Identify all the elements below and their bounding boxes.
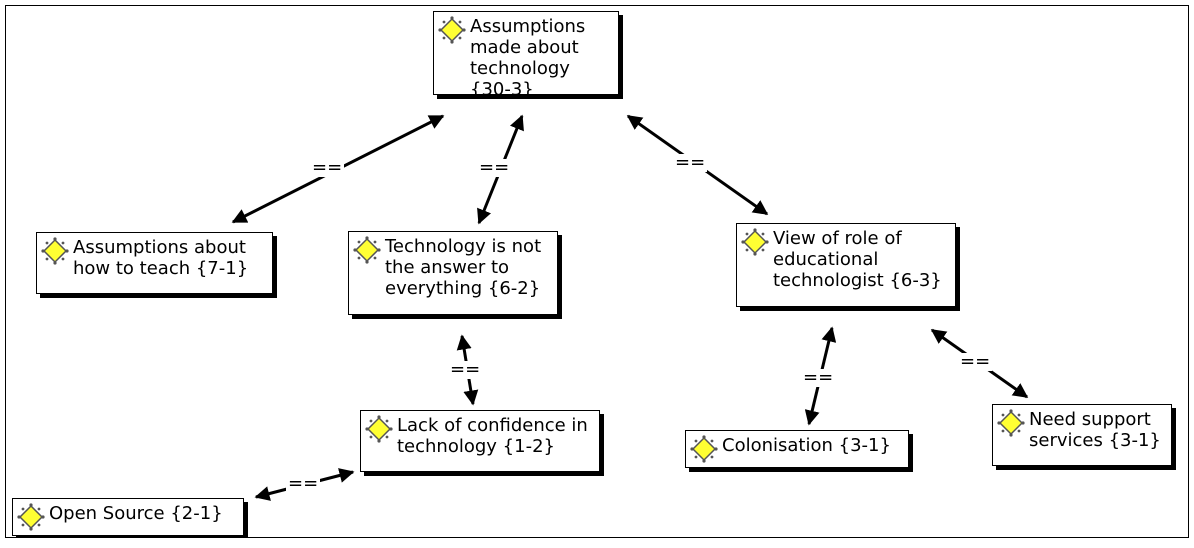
- yellow-diamond-node-icon: [997, 409, 1025, 437]
- node-label: Assumptions made about technology {30-3}: [470, 16, 586, 100]
- edge-label-n5-n8: ==: [286, 473, 321, 494]
- node-assumptions-about-how-to-teach[interactable]: Assumptions about how to teach {7-1}: [36, 232, 273, 294]
- node-label: View of role of educational technologist…: [773, 228, 942, 291]
- node-label: Assumptions about how to teach {7-1}: [73, 237, 249, 279]
- node-label: Need support services {3-1}: [1029, 409, 1161, 451]
- yellow-diamond-node-icon: [41, 237, 69, 265]
- node-label: Colonisation {3-1}: [722, 435, 891, 456]
- edge-label-n1-n4: ==: [673, 152, 708, 173]
- node-label: Open Source {2-1}: [49, 503, 223, 524]
- node-colonisation[interactable]: Colonisation {3-1}: [685, 430, 909, 468]
- edge-label-n4-n6: ==: [801, 367, 836, 388]
- edge-label-n4-n7: ==: [958, 351, 993, 372]
- node-open-source[interactable]: Open Source {2-1}: [12, 498, 244, 536]
- node-lack-of-confidence-in-technology[interactable]: Lack of confidence in technology {1-2}: [360, 410, 600, 472]
- node-label: Lack of confidence in technology {1-2}: [397, 415, 588, 457]
- yellow-diamond-node-icon: [365, 415, 393, 443]
- yellow-diamond-node-icon: [17, 503, 45, 531]
- node-technology-is-not-the-answer[interactable]: Technology is not the answer to everythi…: [348, 231, 558, 315]
- yellow-diamond-node-icon: [438, 16, 466, 44]
- edge-label-n1-n2: ==: [310, 157, 345, 178]
- network-canvas: == == == == == == == Assumptions made ab…: [5, 5, 1189, 538]
- yellow-diamond-node-icon: [353, 236, 381, 264]
- node-need-support-services[interactable]: Need support services {3-1}: [992, 404, 1172, 466]
- edge-label-n1-n3: ==: [477, 157, 512, 178]
- node-view-of-role-of-educational-technologist[interactable]: View of role of educational technologist…: [736, 223, 956, 307]
- yellow-diamond-node-icon: [741, 228, 769, 256]
- edge-label-n3-n5: ==: [448, 359, 483, 380]
- node-assumptions-made-about-technology[interactable]: Assumptions made about technology {30-3}: [433, 11, 619, 100]
- node-label: Technology is not the answer to everythi…: [385, 236, 542, 299]
- yellow-diamond-node-icon: [690, 435, 718, 463]
